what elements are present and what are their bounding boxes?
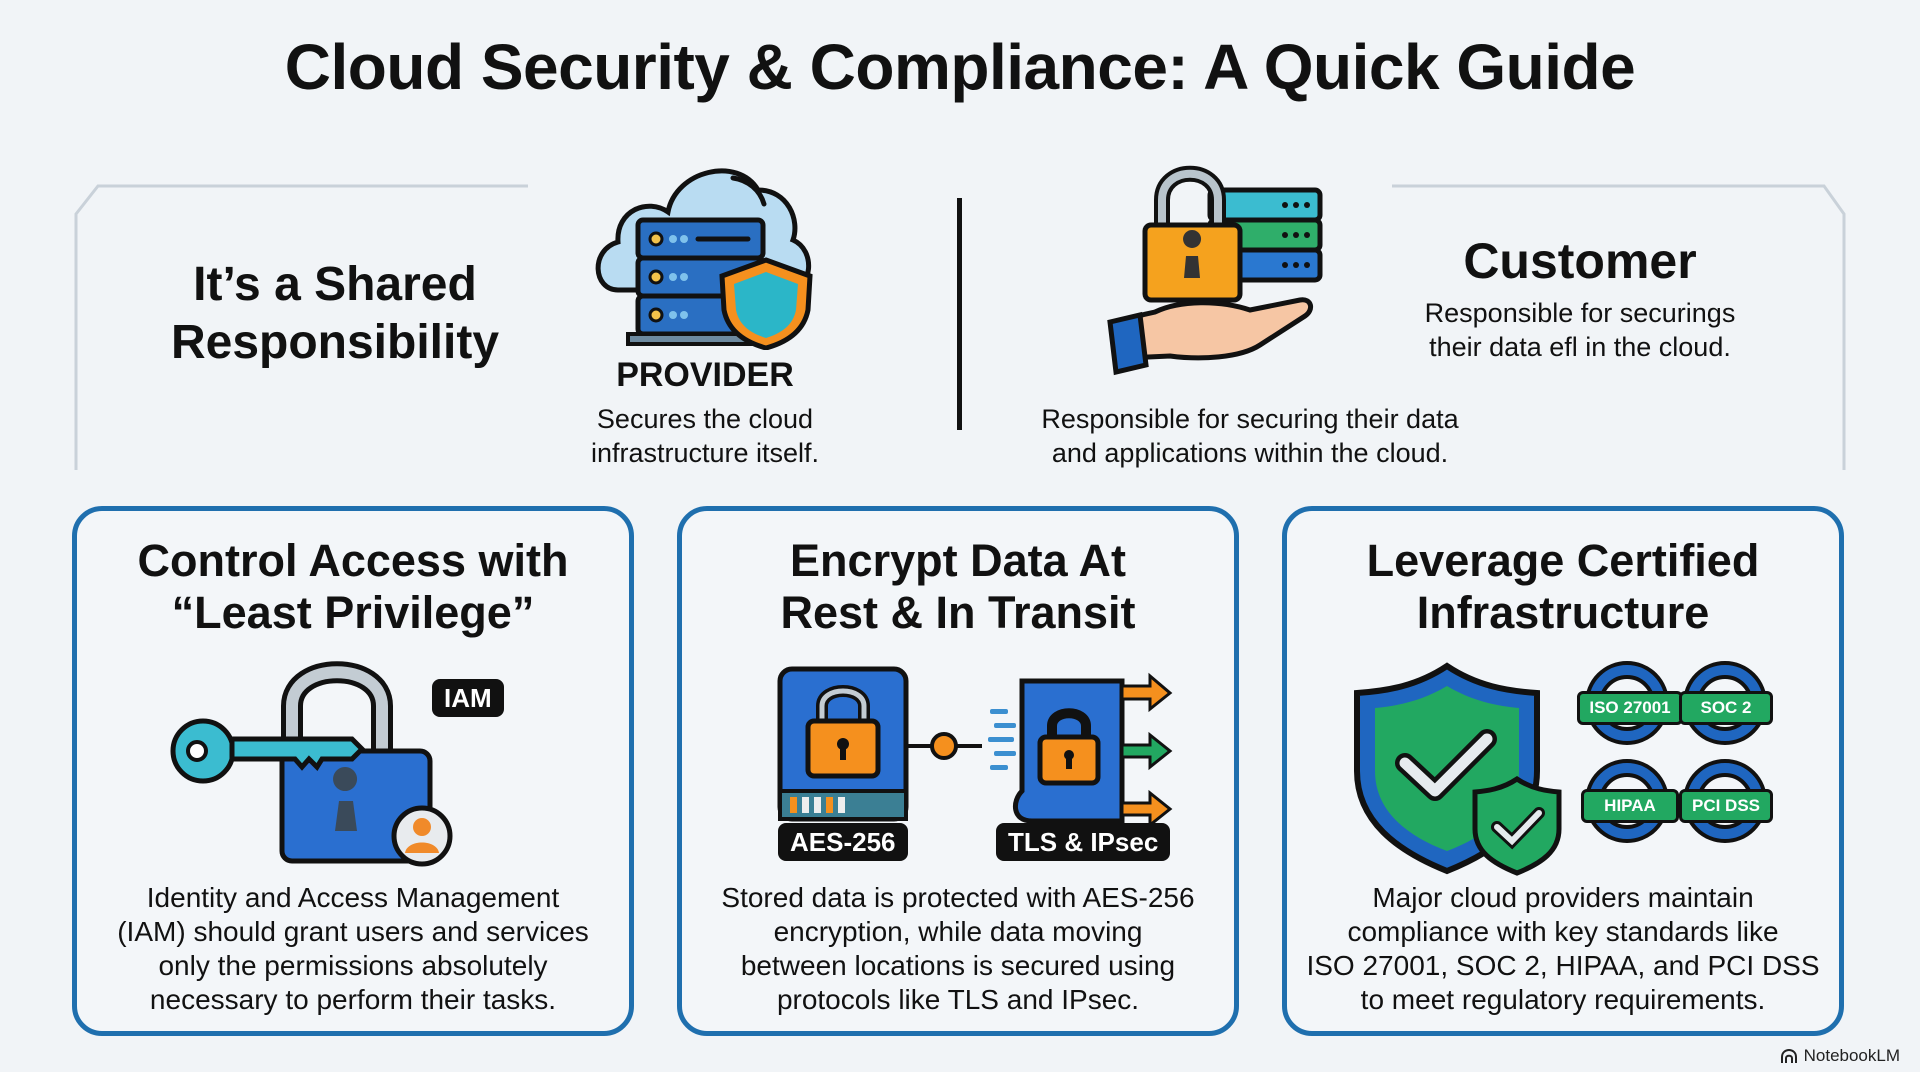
- cert-badge-pci-dss: PCI DSS: [1679, 789, 1773, 823]
- card-least-privilege: Control Access with “Least Privilege” IA…: [72, 506, 634, 1036]
- description-line: to meet regulatory requirements.: [1360, 984, 1766, 1015]
- cert-badge-hipaa: HIPAA: [1581, 789, 1679, 823]
- iam-badge: IAM: [432, 679, 504, 717]
- card-description: Identity and Access Management (IAM) sho…: [87, 881, 619, 1017]
- description-line: protocols like TLS and IPsec.: [776, 984, 1140, 1015]
- lock-server-hand-icon: [1107, 165, 1323, 376]
- description-line: Major cloud providers maintain: [1372, 882, 1754, 913]
- cert-badge-soc2: SOC 2: [1679, 691, 1773, 725]
- aes-256-badge: AES-256: [778, 823, 908, 861]
- title-line: Infrastructure: [1416, 587, 1710, 638]
- card-encryption: Encrypt Data At Rest & In Transit AES-25…: [677, 506, 1239, 1036]
- description-line: encryption, while data moving: [773, 916, 1143, 947]
- customer-description-side: Responsible for securings their data efl…: [1390, 296, 1770, 364]
- cert-badge-iso27001: ISO 27001: [1577, 691, 1683, 725]
- provider-label: PROVIDER: [616, 356, 794, 394]
- page-title: Cloud Security & Compliance: A Quick Gui…: [284, 31, 1636, 103]
- description-line: Stored data is protected with AES-256: [721, 882, 1195, 913]
- encrypted-drive-and-transit-icon: [777, 666, 1173, 829]
- heading-line: Responsibility: [170, 316, 500, 369]
- description-line: Responsible for securing their data: [1041, 404, 1459, 434]
- description-line: ISO 27001, SOC 2, HIPAA, and PCI DSS: [1306, 950, 1820, 981]
- tls-ipsec-badge: TLS & IPsec: [996, 823, 1171, 861]
- notebooklm-watermark: NotebookLM: [1780, 1046, 1900, 1066]
- description-line: between locations is secured using: [740, 950, 1176, 981]
- title-line: Control Access with: [137, 535, 569, 586]
- description-line: Responsible for securings: [1424, 298, 1736, 328]
- brand-label: NotebookLM: [1803, 1046, 1900, 1065]
- vertical-divider: [957, 198, 962, 430]
- card-title: Leverage Certified Infrastructure: [1287, 535, 1839, 639]
- description-line: compliance with key standards like: [1347, 916, 1779, 947]
- cloud-server-shield-icon: [595, 168, 813, 350]
- customer-description-main: Responsible for securing their data and …: [985, 402, 1515, 470]
- title-line: Encrypt Data At: [790, 535, 1126, 586]
- description-line: Secures the cloud: [596, 404, 814, 434]
- card-certified-infrastructure: Leverage Certified Infrastructure ISO 27…: [1282, 506, 1844, 1036]
- title-line: Leverage Certified: [1366, 535, 1760, 586]
- description-line: only the permissions absolutely: [158, 950, 548, 981]
- customer-label: Customer: [1463, 233, 1697, 289]
- card-title: Control Access with “Least Privilege”: [77, 535, 629, 639]
- description-line: Identity and Access Management: [146, 882, 560, 913]
- card-description: Stored data is protected with AES-256 en…: [692, 881, 1224, 1017]
- provider-description: Secures the cloud infrastructure itself.: [540, 402, 870, 470]
- title-line: “Least Privilege”: [171, 587, 535, 638]
- description-line: (IAM) should grant users and services: [117, 916, 589, 947]
- title-line: Rest & In Transit: [780, 587, 1136, 638]
- padlock-key-user-icon: [170, 661, 453, 867]
- card-description: Major cloud providers maintain complianc…: [1297, 881, 1829, 1017]
- heading-line: It’s a Shared: [193, 258, 477, 311]
- shared-responsibility-heading: It’s a Shared Responsibility: [130, 256, 540, 372]
- description-line: and applications within the cloud.: [1051, 438, 1449, 468]
- description-line: infrastructure itself.: [590, 438, 820, 468]
- card-title: Encrypt Data At Rest & In Transit: [682, 535, 1234, 639]
- shield-check-icon: [1354, 661, 1767, 876]
- description-line: necessary to perform their tasks.: [149, 984, 557, 1015]
- notebooklm-logo-icon: [1780, 1048, 1797, 1063]
- description-line: their data efl in the cloud.: [1429, 332, 1731, 362]
